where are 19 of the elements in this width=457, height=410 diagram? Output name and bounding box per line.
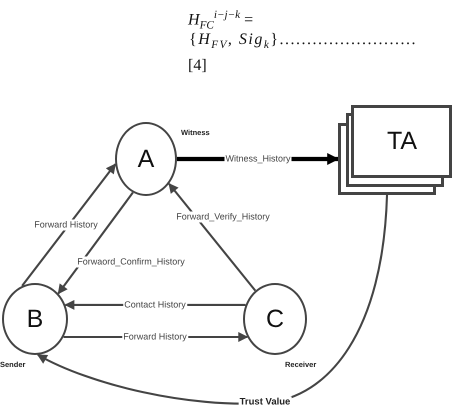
equation-number: [4] — [188, 57, 207, 75]
edge-label: Trust Value — [238, 396, 292, 408]
node-label: B — [26, 306, 44, 332]
node-label: TA — [386, 128, 418, 154]
arrow — [57, 192, 134, 294]
stacked-box-node — [338, 105, 452, 195]
edge-label: Forward_Verify_History — [175, 212, 271, 222]
edge-label: Forward History — [122, 332, 188, 342]
node-label: C — [266, 306, 284, 332]
edge-label: Witness_History — [224, 154, 292, 164]
formula-text: H$_{FC}$$^{i−j−k}$ = — [188, 8, 254, 32]
formula-text: {H$_{FV}$, Sig$_{k}$}......................... — [189, 31, 418, 54]
curved-arrow — [37, 194, 388, 405]
node-label: A — [138, 146, 154, 172]
arrow — [21, 163, 116, 286]
edge-label: Contact History — [123, 300, 187, 310]
edge-label: Forward History — [33, 220, 99, 230]
arrow — [168, 182, 256, 292]
edge-label: Forwaord_Confirm_History — [76, 256, 186, 268]
